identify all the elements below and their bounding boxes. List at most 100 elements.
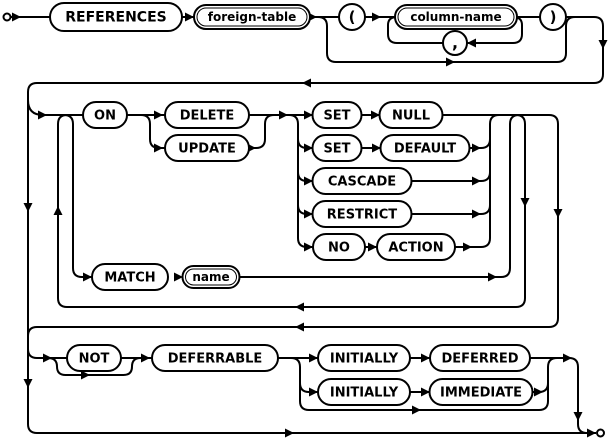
arrowhead-icon (304, 242, 313, 252)
arrowhead-icon (472, 209, 481, 219)
arrowhead-icon (304, 176, 313, 186)
on-shape (82, 101, 128, 129)
delete-shape (164, 101, 250, 129)
node-default: DEFAULT (379, 134, 471, 162)
arrowhead-icon (154, 110, 163, 120)
arrowhead-icon (488, 272, 497, 282)
null-shape (378, 101, 444, 129)
arrowhead-icon (372, 12, 381, 22)
node-no: NO (312, 233, 366, 261)
default-shape (379, 134, 471, 162)
arrowhead-icon (553, 209, 563, 218)
deferred-shape (429, 344, 531, 372)
start-terminal-icon (2, 12, 12, 22)
foreign-table-label: foreign-table (208, 10, 296, 24)
arrowhead-icon (23, 203, 33, 212)
arrowhead-icon (371, 110, 380, 120)
references-shape (49, 2, 183, 32)
name-label: name (192, 270, 229, 284)
arrowhead-icon (185, 12, 194, 22)
not-shape (66, 344, 122, 372)
close-paren-label: ) (550, 8, 557, 26)
arrowhead-icon (368, 242, 377, 252)
node-initially-deferred: INITIALLY (317, 344, 411, 372)
references-label: REFERENCES (65, 10, 166, 26)
arrowhead-icon (174, 272, 183, 282)
arrowhead-icon (472, 176, 481, 186)
foreign-table-inner-outline (196, 7, 308, 27)
cascade-shape (311, 167, 413, 195)
default-label: DEFAULT (394, 142, 456, 157)
open-paren-shape (338, 3, 366, 31)
arrowhead-icon (154, 143, 163, 153)
node-deferrable: DEFERRABLE (151, 344, 279, 372)
node-comma: , (442, 30, 468, 56)
arrowhead-icon (573, 412, 583, 421)
arrowhead-icon (467, 38, 476, 48)
node-action: ACTION (376, 233, 456, 261)
immediate-label: IMMEDIATE (440, 386, 522, 401)
comma-label: , (452, 33, 458, 52)
column-name-label: column-name (410, 10, 501, 24)
arrowhead-icon (309, 387, 318, 397)
action-shape (376, 233, 456, 261)
node-initially-immediate: INITIALLY (317, 378, 411, 406)
node-references: REFERENCES (49, 2, 183, 32)
arrowhead-icon (81, 370, 90, 380)
set-null-set-shape (311, 101, 363, 129)
node-null: NULL (378, 101, 444, 129)
name-shape (181, 265, 241, 289)
set-null-set-label: SET (323, 109, 350, 124)
node-column-name: column-name (394, 4, 518, 30)
delete-label: DELETE (180, 109, 235, 124)
arrowhead-icon (43, 353, 52, 363)
no-label: NO (328, 241, 350, 256)
arrowhead-icon (83, 272, 92, 282)
cascade-label: CASCADE (328, 175, 396, 190)
end-terminal-icon (596, 428, 605, 438)
arrowhead-icon (598, 40, 608, 49)
arrowhead-icon (534, 387, 543, 397)
arrowhead-icon (23, 379, 33, 388)
node-update: UPDATE (164, 134, 250, 162)
flow-arrowheads (12, 12, 608, 438)
deferrable-shape (151, 344, 279, 372)
arrowhead-icon (520, 198, 530, 207)
arrowhead-icon (141, 353, 150, 363)
arrowhead-icon (38, 110, 47, 120)
column-name-shape (394, 4, 518, 30)
node-close-paren: ) (539, 3, 567, 31)
open-paren-label: ( (349, 8, 356, 26)
null-label: NULL (392, 109, 430, 124)
restrict-label: RESTRICT (327, 208, 398, 223)
action-label: ACTION (388, 241, 443, 256)
node-immediate: IMMEDIATE (428, 378, 534, 406)
arrowhead-icon (12, 12, 21, 22)
node-match: MATCH (91, 263, 169, 291)
arrowhead-icon (412, 405, 421, 415)
deferred-label: DEFERRED (441, 352, 518, 367)
not-label: NOT (79, 352, 110, 367)
set-default-set-shape (311, 134, 363, 162)
arrowhead-icon (446, 57, 455, 67)
initially-deferred-shape (317, 344, 411, 372)
node-on: ON (82, 101, 128, 129)
immediate-shape (428, 378, 534, 406)
update-label: UPDATE (178, 142, 236, 157)
name-inner-outline (185, 268, 237, 286)
match-shape (91, 263, 169, 291)
arrowhead-icon (304, 209, 313, 219)
set-default-set-label: SET (323, 142, 350, 157)
arrowhead-icon (421, 353, 430, 363)
restrict-shape (311, 200, 413, 228)
arrowhead-icon (302, 78, 311, 88)
no-shape (312, 233, 366, 261)
arrowhead-icon (563, 353, 572, 363)
node-name: name (181, 265, 241, 289)
syntax-nodes: REFERENCES foreign-table ( column-name), ON D… (49, 2, 567, 406)
deferrable-label: DEFERRABLE (168, 352, 263, 367)
arrowhead-icon (304, 143, 313, 153)
close-paren-shape (539, 3, 567, 31)
arrowhead-icon (279, 110, 288, 120)
